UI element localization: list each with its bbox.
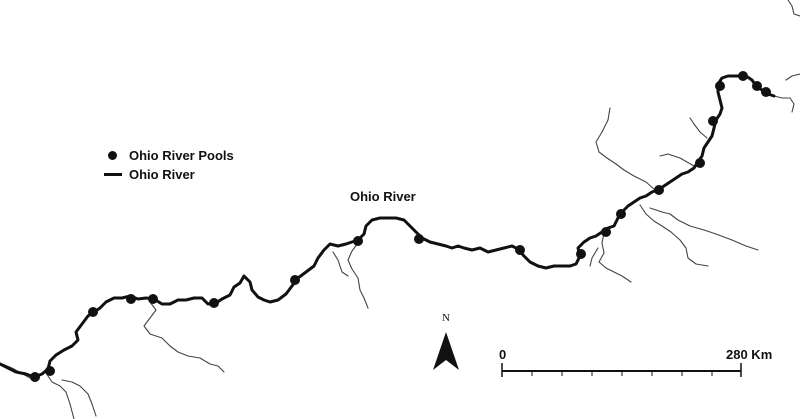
river-pool-marker bbox=[30, 372, 40, 382]
tributary-line bbox=[785, 73, 800, 81]
tributary-line bbox=[639, 204, 709, 267]
north-label: N bbox=[442, 312, 450, 324]
legend: Ohio River Pools Ohio River bbox=[104, 146, 234, 184]
river-pool-marker bbox=[88, 307, 98, 317]
river-pool-marker bbox=[576, 249, 586, 259]
scale-start-label: 0 bbox=[499, 347, 507, 362]
river-pool-marker bbox=[708, 116, 718, 126]
river-pool-marker bbox=[515, 245, 525, 255]
river-pool-marker bbox=[715, 81, 725, 91]
river-pool-marker bbox=[654, 185, 664, 195]
tributary-line bbox=[61, 379, 97, 417]
river-pool-marker bbox=[616, 209, 626, 219]
tributary-line bbox=[787, 0, 800, 17]
tributary-line bbox=[595, 107, 656, 191]
river-pool-marker bbox=[353, 236, 363, 246]
river-pool-marker bbox=[738, 71, 748, 81]
tributary-line bbox=[689, 117, 708, 139]
legend-river-label: Ohio River bbox=[129, 167, 195, 182]
river-name-label: Ohio River bbox=[350, 189, 416, 204]
river-pool-marker bbox=[695, 158, 705, 168]
tributary-line bbox=[589, 247, 599, 267]
river-pool-marker bbox=[601, 227, 611, 237]
river-pool-marker bbox=[752, 81, 762, 91]
river-pool-marker bbox=[148, 294, 158, 304]
river-pool-marker bbox=[209, 298, 219, 308]
pools bbox=[30, 71, 771, 382]
legend-row-pools: Ohio River Pools bbox=[104, 146, 234, 165]
scale-bar bbox=[501, 363, 742, 377]
river-pool-marker bbox=[414, 234, 424, 244]
tributary-line bbox=[332, 251, 349, 277]
river-line-icon bbox=[104, 173, 122, 176]
river-pool-marker bbox=[45, 366, 55, 376]
legend-pools-label: Ohio River Pools bbox=[129, 148, 234, 163]
tributary-line bbox=[659, 153, 695, 167]
tributary-line bbox=[598, 232, 632, 283]
pool-dot-icon bbox=[108, 151, 117, 160]
river-pool-marker bbox=[126, 294, 136, 304]
scale-end-label: 280 Km bbox=[726, 347, 773, 362]
river-pool-marker bbox=[761, 87, 771, 97]
tributary-line bbox=[45, 372, 75, 419]
north-arrow-icon bbox=[433, 332, 459, 370]
ohio-river-line bbox=[0, 74, 776, 379]
tributary-line bbox=[347, 242, 369, 309]
river-pool-marker bbox=[290, 275, 300, 285]
tributary-line bbox=[649, 207, 759, 251]
legend-row-river: Ohio River bbox=[104, 165, 234, 184]
tributary-line bbox=[143, 301, 225, 373]
